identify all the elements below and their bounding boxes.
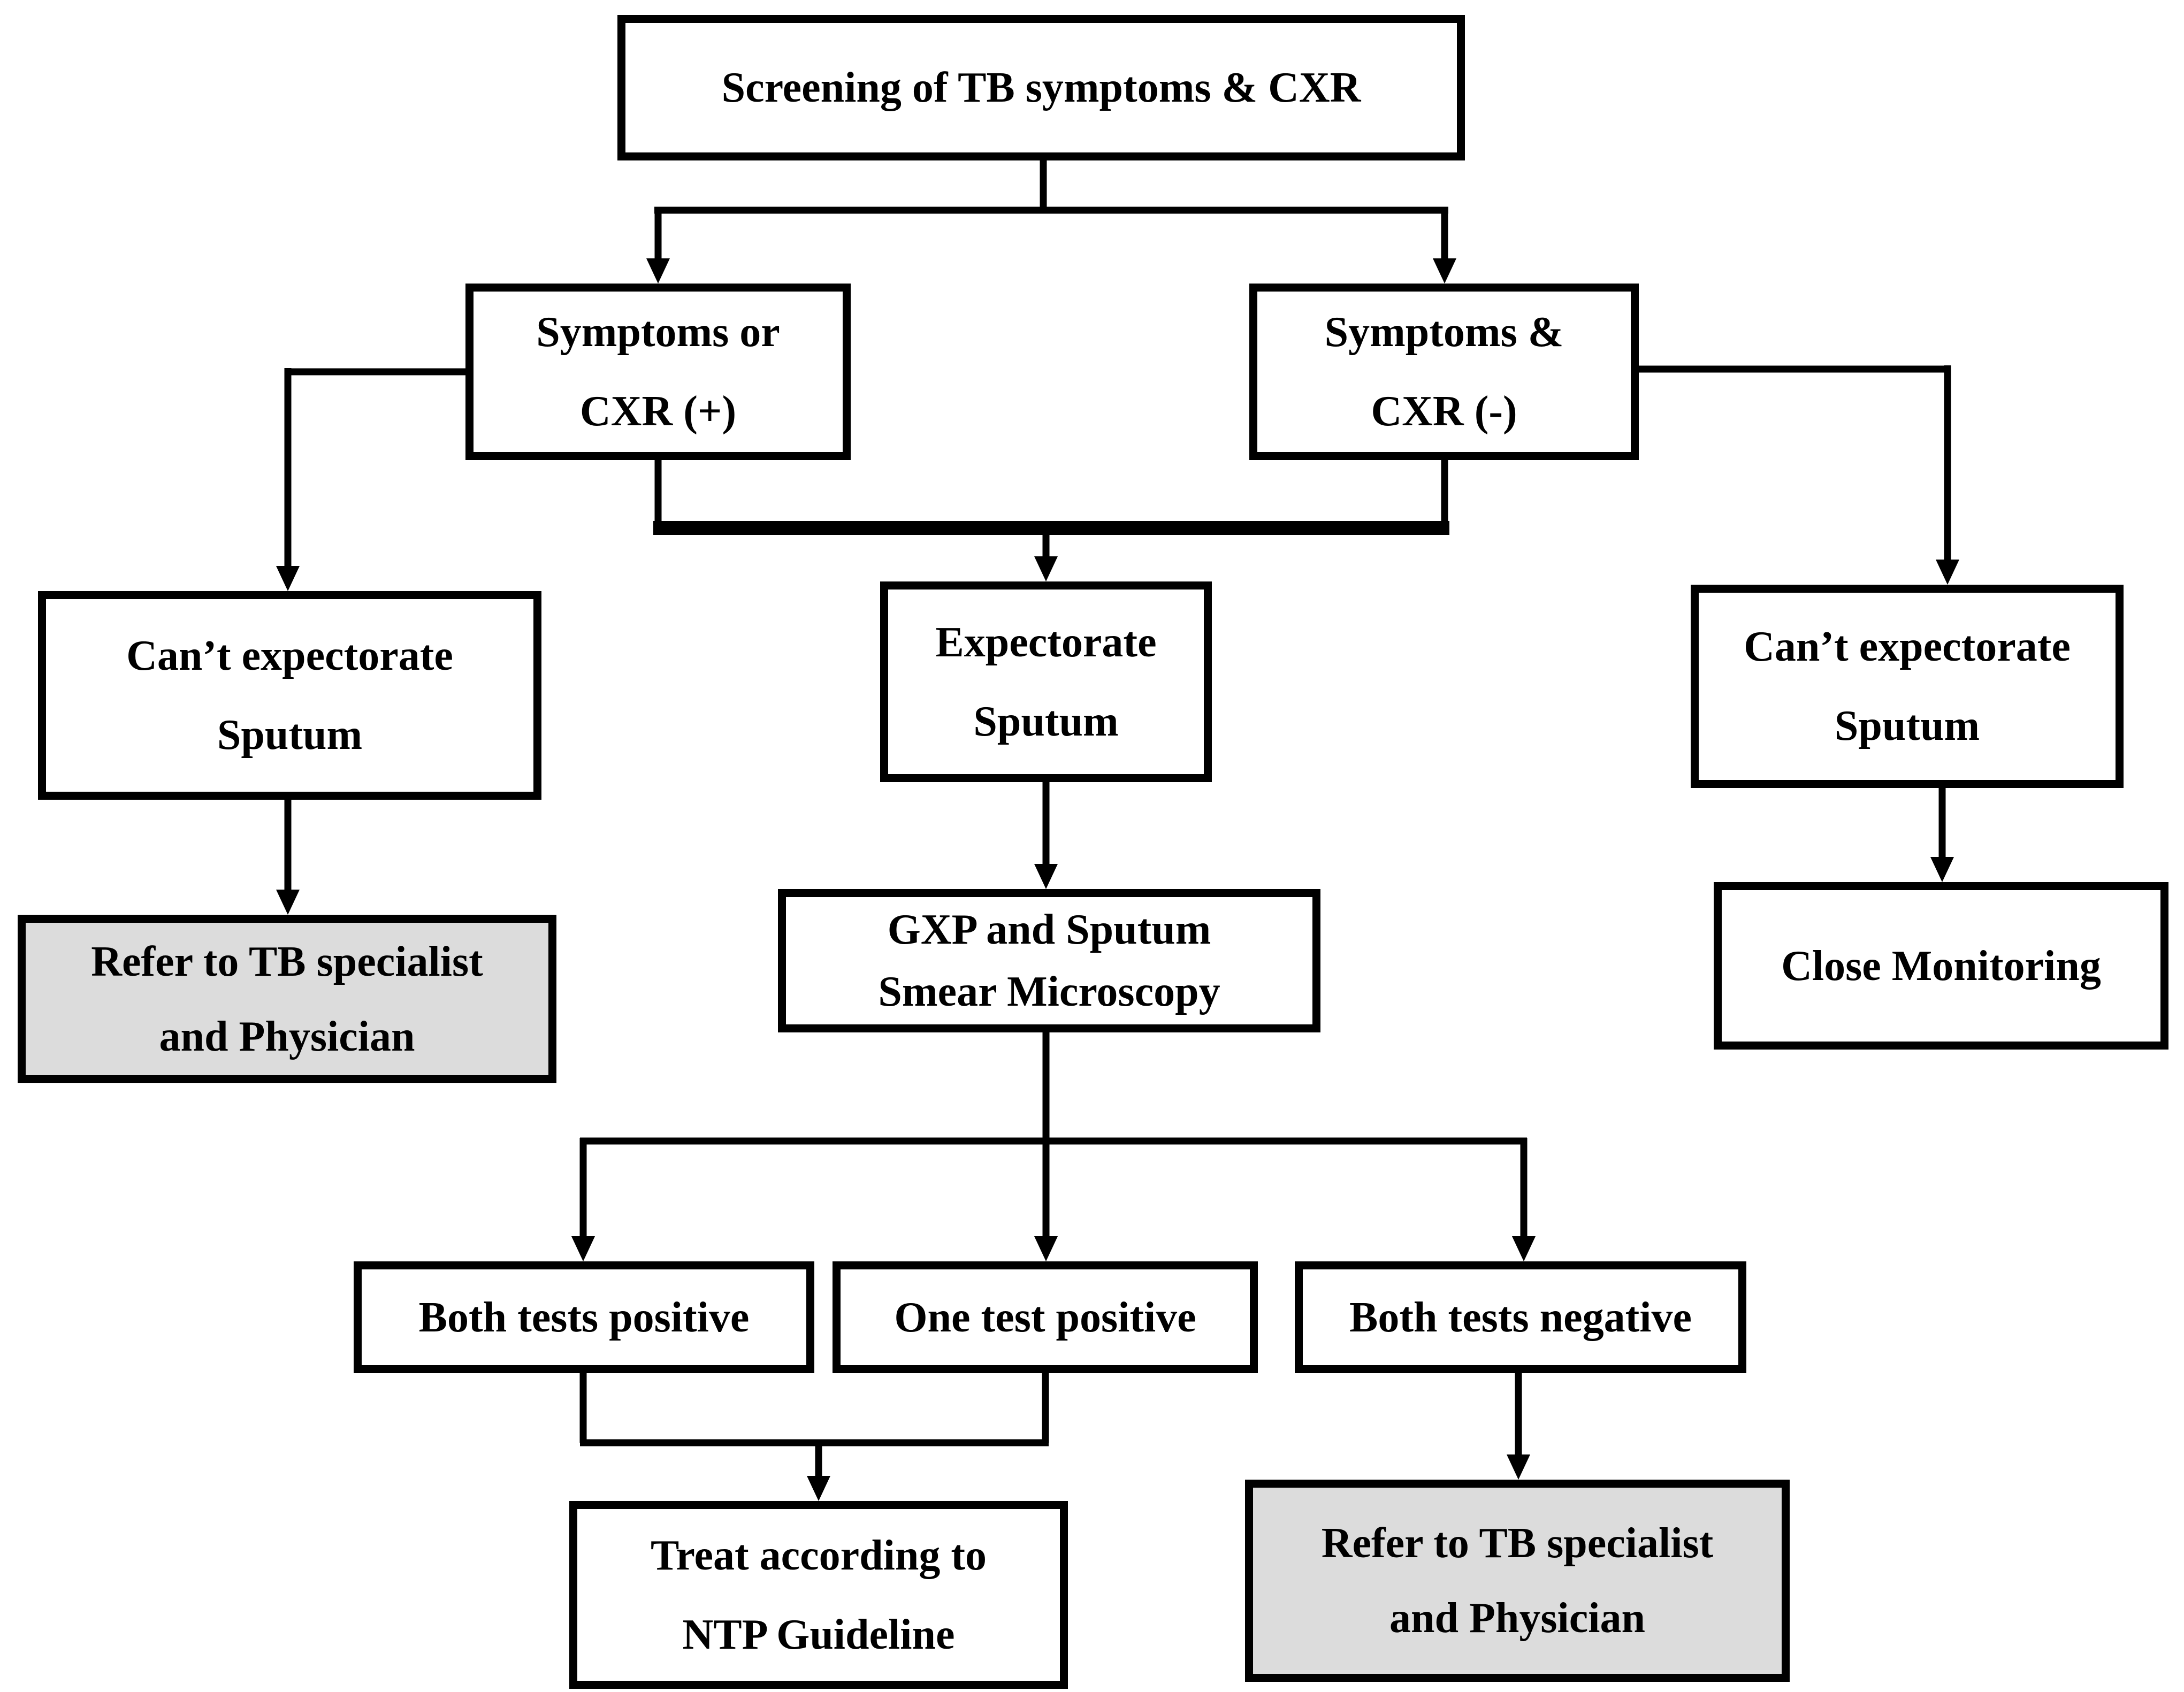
node-refer-right-line1: Refer to TB specialist — [1321, 1520, 1714, 1567]
node-refer-right-line2: and Physician — [1389, 1595, 1645, 1642]
node-symptoms-negative-line2: CXR (-) — [1371, 388, 1517, 435]
node-both-tests-negative: Both tests negative — [1295, 1261, 1746, 1373]
node-symptoms-negative-line1: Symptoms & — [1324, 309, 1564, 356]
edge-negative-to-refer-right — [1507, 1373, 1530, 1480]
node-expectorate-line2: Sputum — [973, 698, 1119, 745]
node-cant-expectorate-right-line1: Can’t expectorate — [1744, 623, 2071, 670]
node-treat-line1: Treat according to — [650, 1532, 987, 1579]
node-cant-expectorate-left-line1: Can’t expectorate — [126, 632, 453, 679]
node-treat-line2: NTP Guideline — [682, 1611, 955, 1658]
node-refer-left-line2: and Physician — [159, 1013, 415, 1060]
edge-symptoms-negative-to-cant-right — [1639, 365, 1959, 585]
node-cant-expectorate-right: Can’t expectorate Sputum — [1691, 585, 2124, 788]
node-cant-expectorate-left-line2: Sputum — [217, 711, 363, 759]
node-screening: Screening of TB symptoms & CXR — [617, 15, 1465, 160]
node-gxp: GXP and Sputum Smear Microscopy — [778, 889, 1320, 1032]
node-refer-right: Refer to TB specialist and Physician — [1245, 1480, 1790, 1682]
node-gxp-line1: GXP and Sputum — [887, 906, 1211, 953]
node-close-monitoring: Close Monitoring — [1714, 882, 2168, 1050]
node-one-test-positive-label: One test positive — [894, 1293, 1196, 1341]
node-expectorate: Expectorate Sputum — [880, 581, 1212, 782]
edge-cant-right-to-close-monitoring — [1930, 788, 1954, 882]
edge-cant-left-to-refer-left — [276, 800, 300, 915]
node-refer-left-line1: Refer to TB specialist — [91, 938, 483, 985]
node-cant-expectorate-right-line2: Sputum — [1834, 702, 1980, 749]
node-gxp-line2: Smear Microscopy — [878, 968, 1220, 1015]
node-expectorate-line1: Expectorate — [935, 618, 1157, 666]
node-screening-label: Screening of TB symptoms & CXR — [721, 64, 1361, 111]
node-symptoms-positive-line2: CXR (+) — [579, 388, 737, 435]
edge-merge-to-expectorate — [653, 460, 1449, 581]
node-both-tests-positive-label: Both tests positive — [418, 1293, 750, 1341]
node-both-tests-positive: Both tests positive — [354, 1261, 814, 1373]
node-symptoms-negative: Symptoms & CXR (-) — [1249, 284, 1639, 460]
edge-expectorate-to-gxp — [1034, 782, 1058, 889]
node-cant-expectorate-left: Can’t expectorate Sputum — [38, 591, 541, 800]
edge-gxp-split — [571, 1032, 1536, 1261]
node-both-tests-negative-label: Both tests negative — [1349, 1293, 1692, 1341]
node-treat: Treat according to NTP Guideline — [569, 1501, 1068, 1689]
node-symptoms-positive-line1: Symptoms or — [536, 309, 780, 356]
node-symptoms-positive: Symptoms or CXR (+) — [465, 284, 851, 460]
edge-symptoms-positive-to-cant-left — [276, 368, 465, 591]
edge-converge-to-treat — [579, 1373, 1049, 1501]
node-refer-left: Refer to TB specialist and Physician — [18, 915, 556, 1083]
node-close-monitoring-label: Close Monitoring — [1781, 942, 2101, 990]
node-one-test-positive: One test positive — [833, 1261, 1258, 1373]
edge-screening-split — [646, 160, 1456, 284]
